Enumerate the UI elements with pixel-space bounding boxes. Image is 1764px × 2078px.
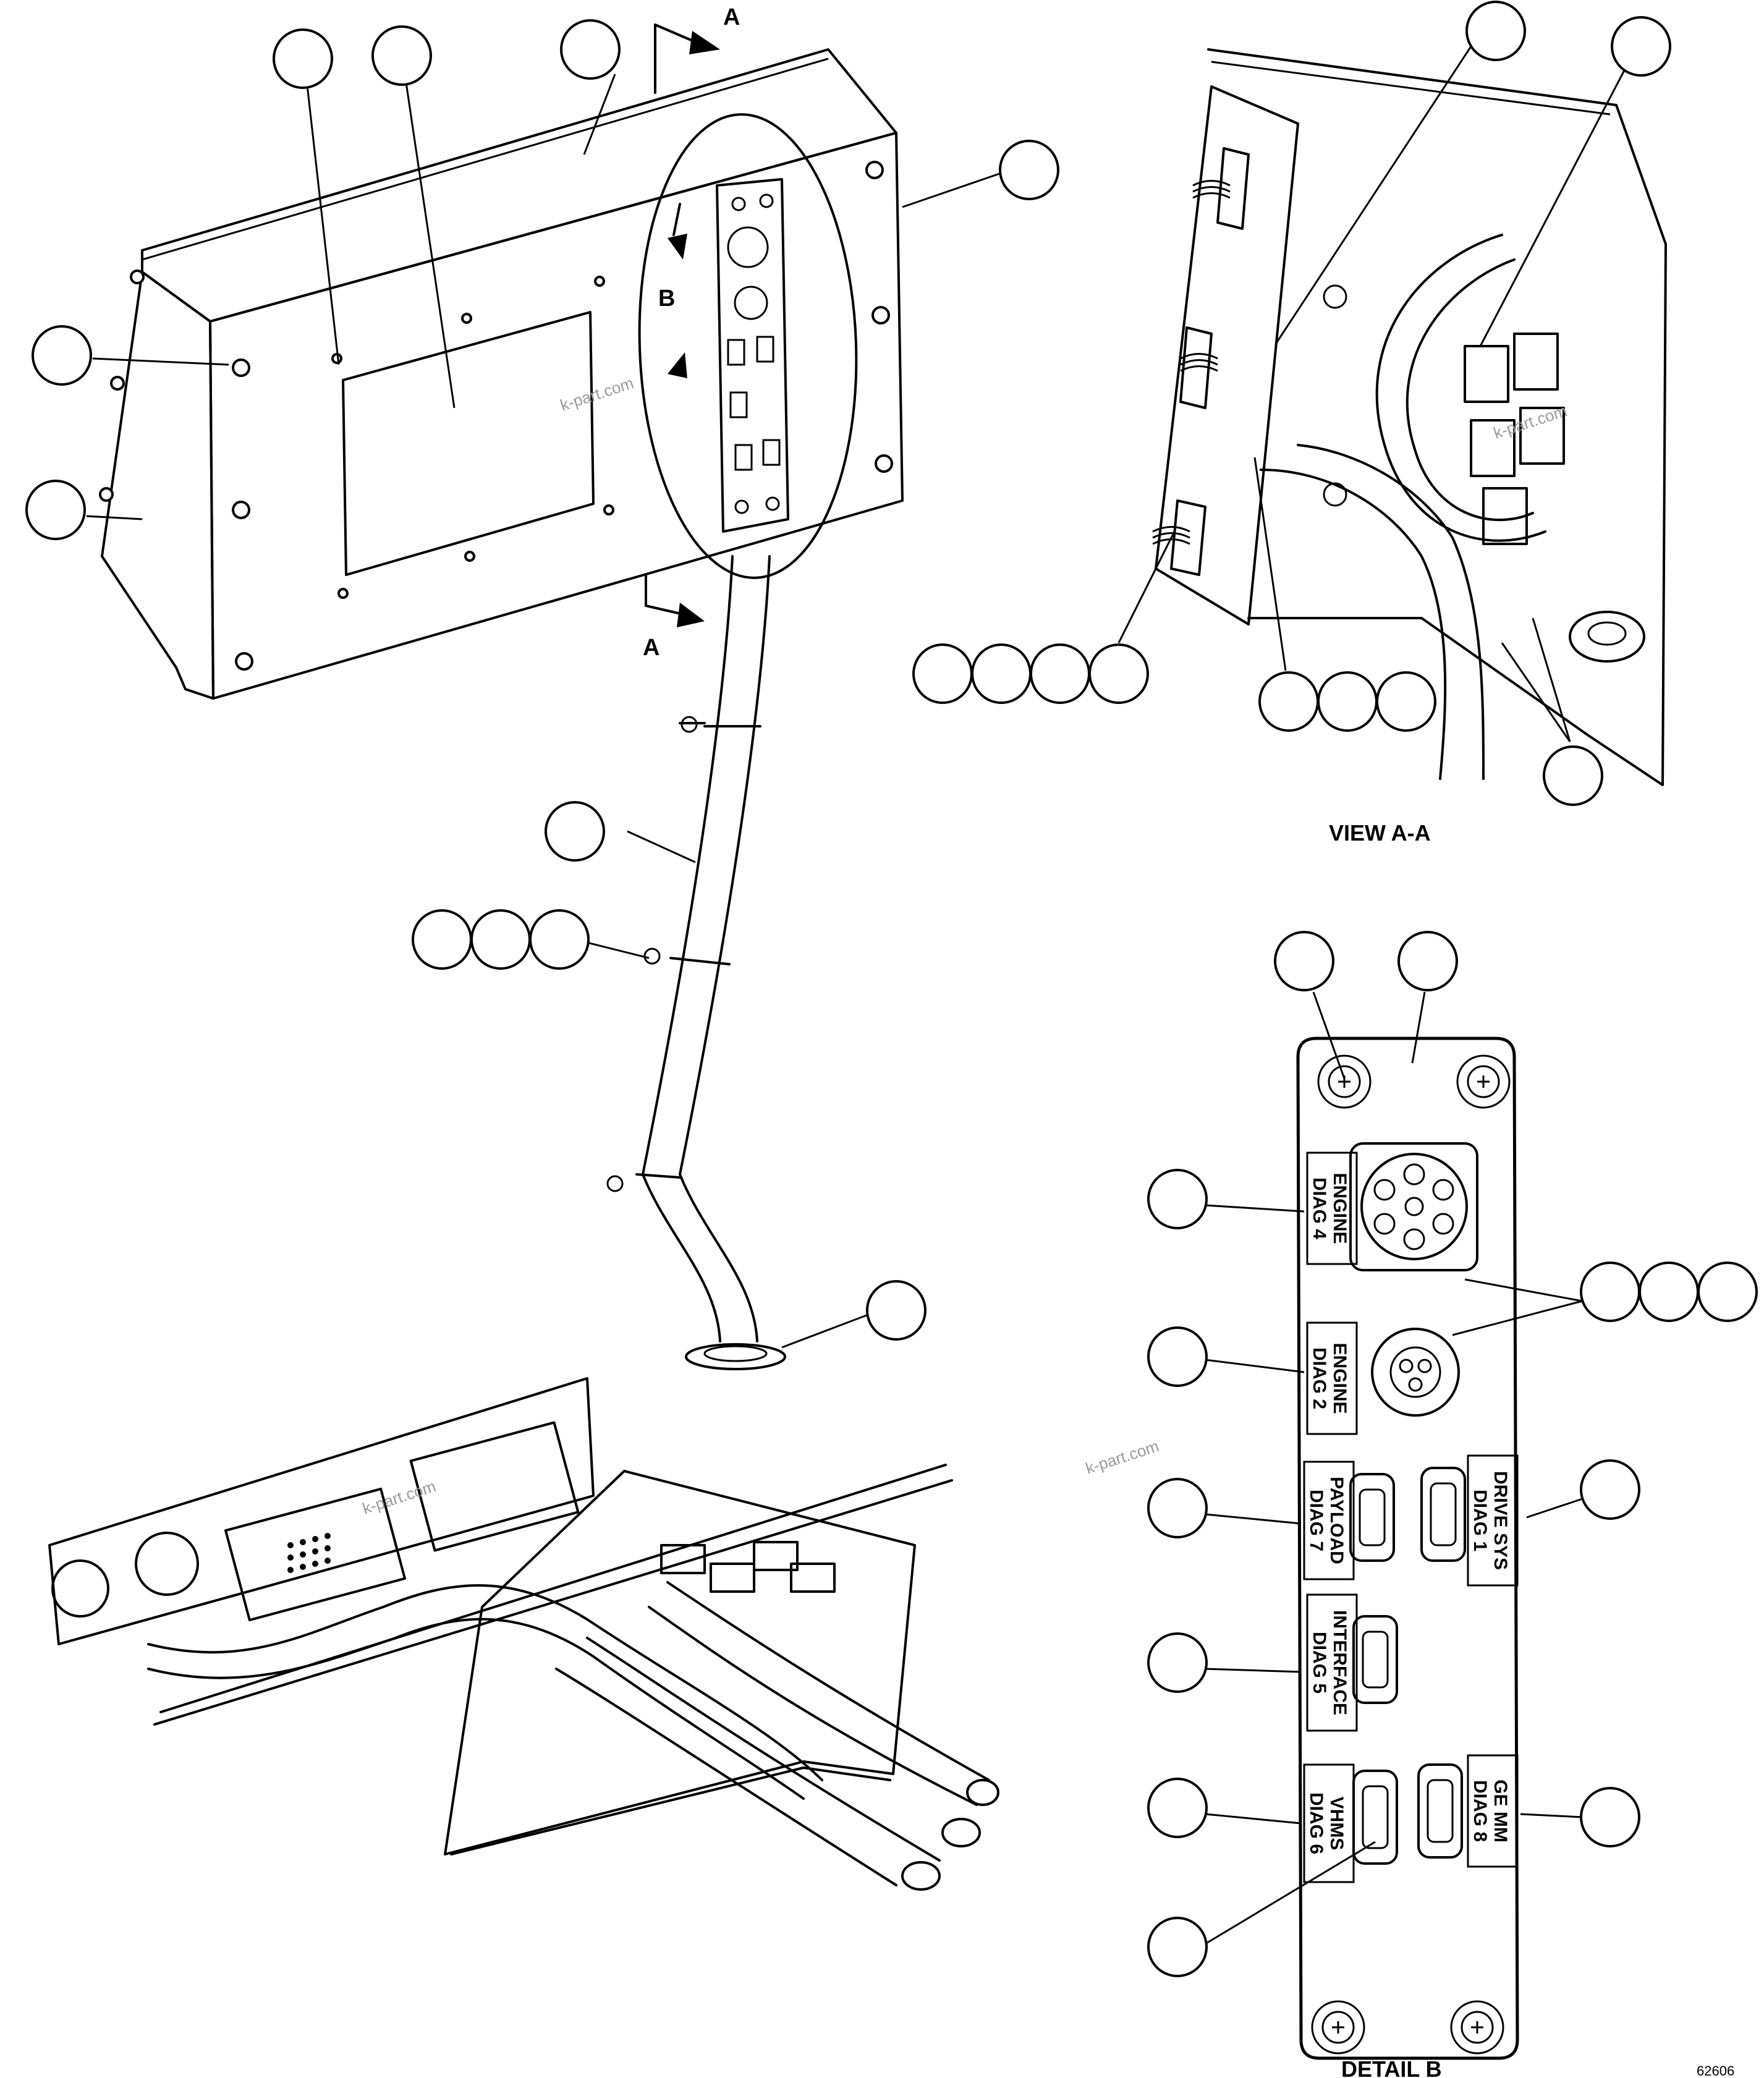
callout-bubble [1030, 643, 1090, 704]
callout-bubble [1397, 931, 1458, 991]
svg-text:DIAG 1: DIAG 1 [1470, 1490, 1490, 1551]
callout-bubble [1147, 1169, 1208, 1229]
section-mark-a-bottom: A [643, 635, 659, 661]
svg-text:DRIVE SYS: DRIVE SYS [1490, 1471, 1511, 1570]
section-a-cut-marks [645, 23, 720, 627]
svg-text:VHMS: VHMS [1326, 1797, 1347, 1851]
svg-text:DIAG 2: DIAG 2 [1309, 1347, 1329, 1409]
callout-bubble [1580, 1459, 1640, 1520]
callout-bubble [1147, 1778, 1208, 1838]
callout-bubble [470, 909, 531, 970]
panel-screw-icon [1311, 1054, 1511, 2055]
callout-bubble [1088, 643, 1149, 704]
callout-bubble [1274, 931, 1334, 991]
callout-bubble [412, 909, 472, 970]
label-vhms-diag-6: VHMS DIAG 6 [1303, 1763, 1355, 1883]
callout-bubble [1147, 1632, 1208, 1693]
svg-text:DIAG 5: DIAG 5 [1309, 1632, 1329, 1694]
svg-text:ENGINE: ENGINE [1329, 1342, 1350, 1414]
callout-leader-lines [86, 46, 1627, 1945]
section-mark-b: B [658, 286, 675, 312]
watermark: k-part.com [1083, 1436, 1161, 1477]
callout-bubble [1258, 671, 1319, 732]
svg-text:GE MM: GE MM [1490, 1779, 1511, 1843]
callout-bubble [1147, 1478, 1208, 1538]
label-ge-mm-diag-8: GE MM DIAG 8 [1467, 1754, 1519, 1868]
label-engine-diag-4: ENGINE DIAG 4 [1306, 1151, 1358, 1265]
callout-bubble [273, 28, 333, 89]
callout-bubble [866, 1280, 927, 1341]
callout-bubble [1543, 745, 1603, 806]
svg-text:DIAG 8: DIAG 8 [1470, 1780, 1490, 1842]
callout-bubble [1317, 671, 1378, 732]
callout-bubble [25, 480, 86, 540]
svg-text:INTERFACE: INTERFACE [1329, 1610, 1350, 1715]
svg-text:PAYLOAD: PAYLOAD [1326, 1477, 1347, 1564]
callout-bubble [560, 19, 621, 80]
label-drive-sys-diag-1: DRIVE SYS DIAG 1 [1467, 1454, 1519, 1587]
svg-text:ENGINE: ENGINE [1329, 1173, 1350, 1244]
section-mark-a-top: A [723, 4, 740, 30]
callout-bubble [32, 325, 92, 386]
d-sub-connector-icons [1349, 1467, 1466, 1865]
callout-bubble [371, 25, 432, 86]
callout-bubble [1376, 671, 1436, 732]
callout-bubble [1580, 1787, 1640, 1847]
diagnostic-box-enclosure [99, 48, 904, 700]
watermark: k-part.com [558, 373, 636, 414]
wire-harness-conduit [606, 555, 786, 1370]
callout-bubble [999, 140, 1059, 200]
callout-bubble [1697, 1262, 1758, 1322]
label-engine-diag-2: ENGINE DIAG 2 [1306, 1321, 1358, 1435]
label-interface-diag-5: INTERFACE DIAG 5 [1306, 1593, 1358, 1732]
callout-bubble [971, 643, 1032, 704]
callout-bubble [1147, 1326, 1208, 1387]
view-aa-drawing [1152, 48, 1667, 786]
watermark: k-part.com [360, 1477, 438, 1517]
callout-bubble [545, 801, 605, 862]
view-aa-title: VIEW A-A [1329, 820, 1431, 846]
detail-b-title: DETAIL B [1341, 2056, 1442, 2078]
bulkhead-connector-assembly [48, 1377, 999, 1891]
callout-bubbles [25, 1, 1758, 1977]
callout-bubble [1580, 1262, 1640, 1322]
callout-bubble [912, 643, 973, 704]
callout-bubble [1147, 1917, 1208, 1977]
callout-bubble [1611, 16, 1671, 77]
svg-text:DIAG 7: DIAG 7 [1306, 1490, 1326, 1551]
label-payload-diag-7: PAYLOAD DIAG 7 [1303, 1461, 1355, 1580]
callout-bubble [1639, 1262, 1699, 1322]
callout-bubble [529, 909, 590, 970]
figure-number: 62606 [1697, 2063, 1734, 2078]
svg-text:DIAG 4: DIAG 4 [1309, 1177, 1329, 1239]
callout-bubble [1465, 1, 1526, 61]
svg-text:DIAG 6: DIAG 6 [1306, 1792, 1326, 1854]
